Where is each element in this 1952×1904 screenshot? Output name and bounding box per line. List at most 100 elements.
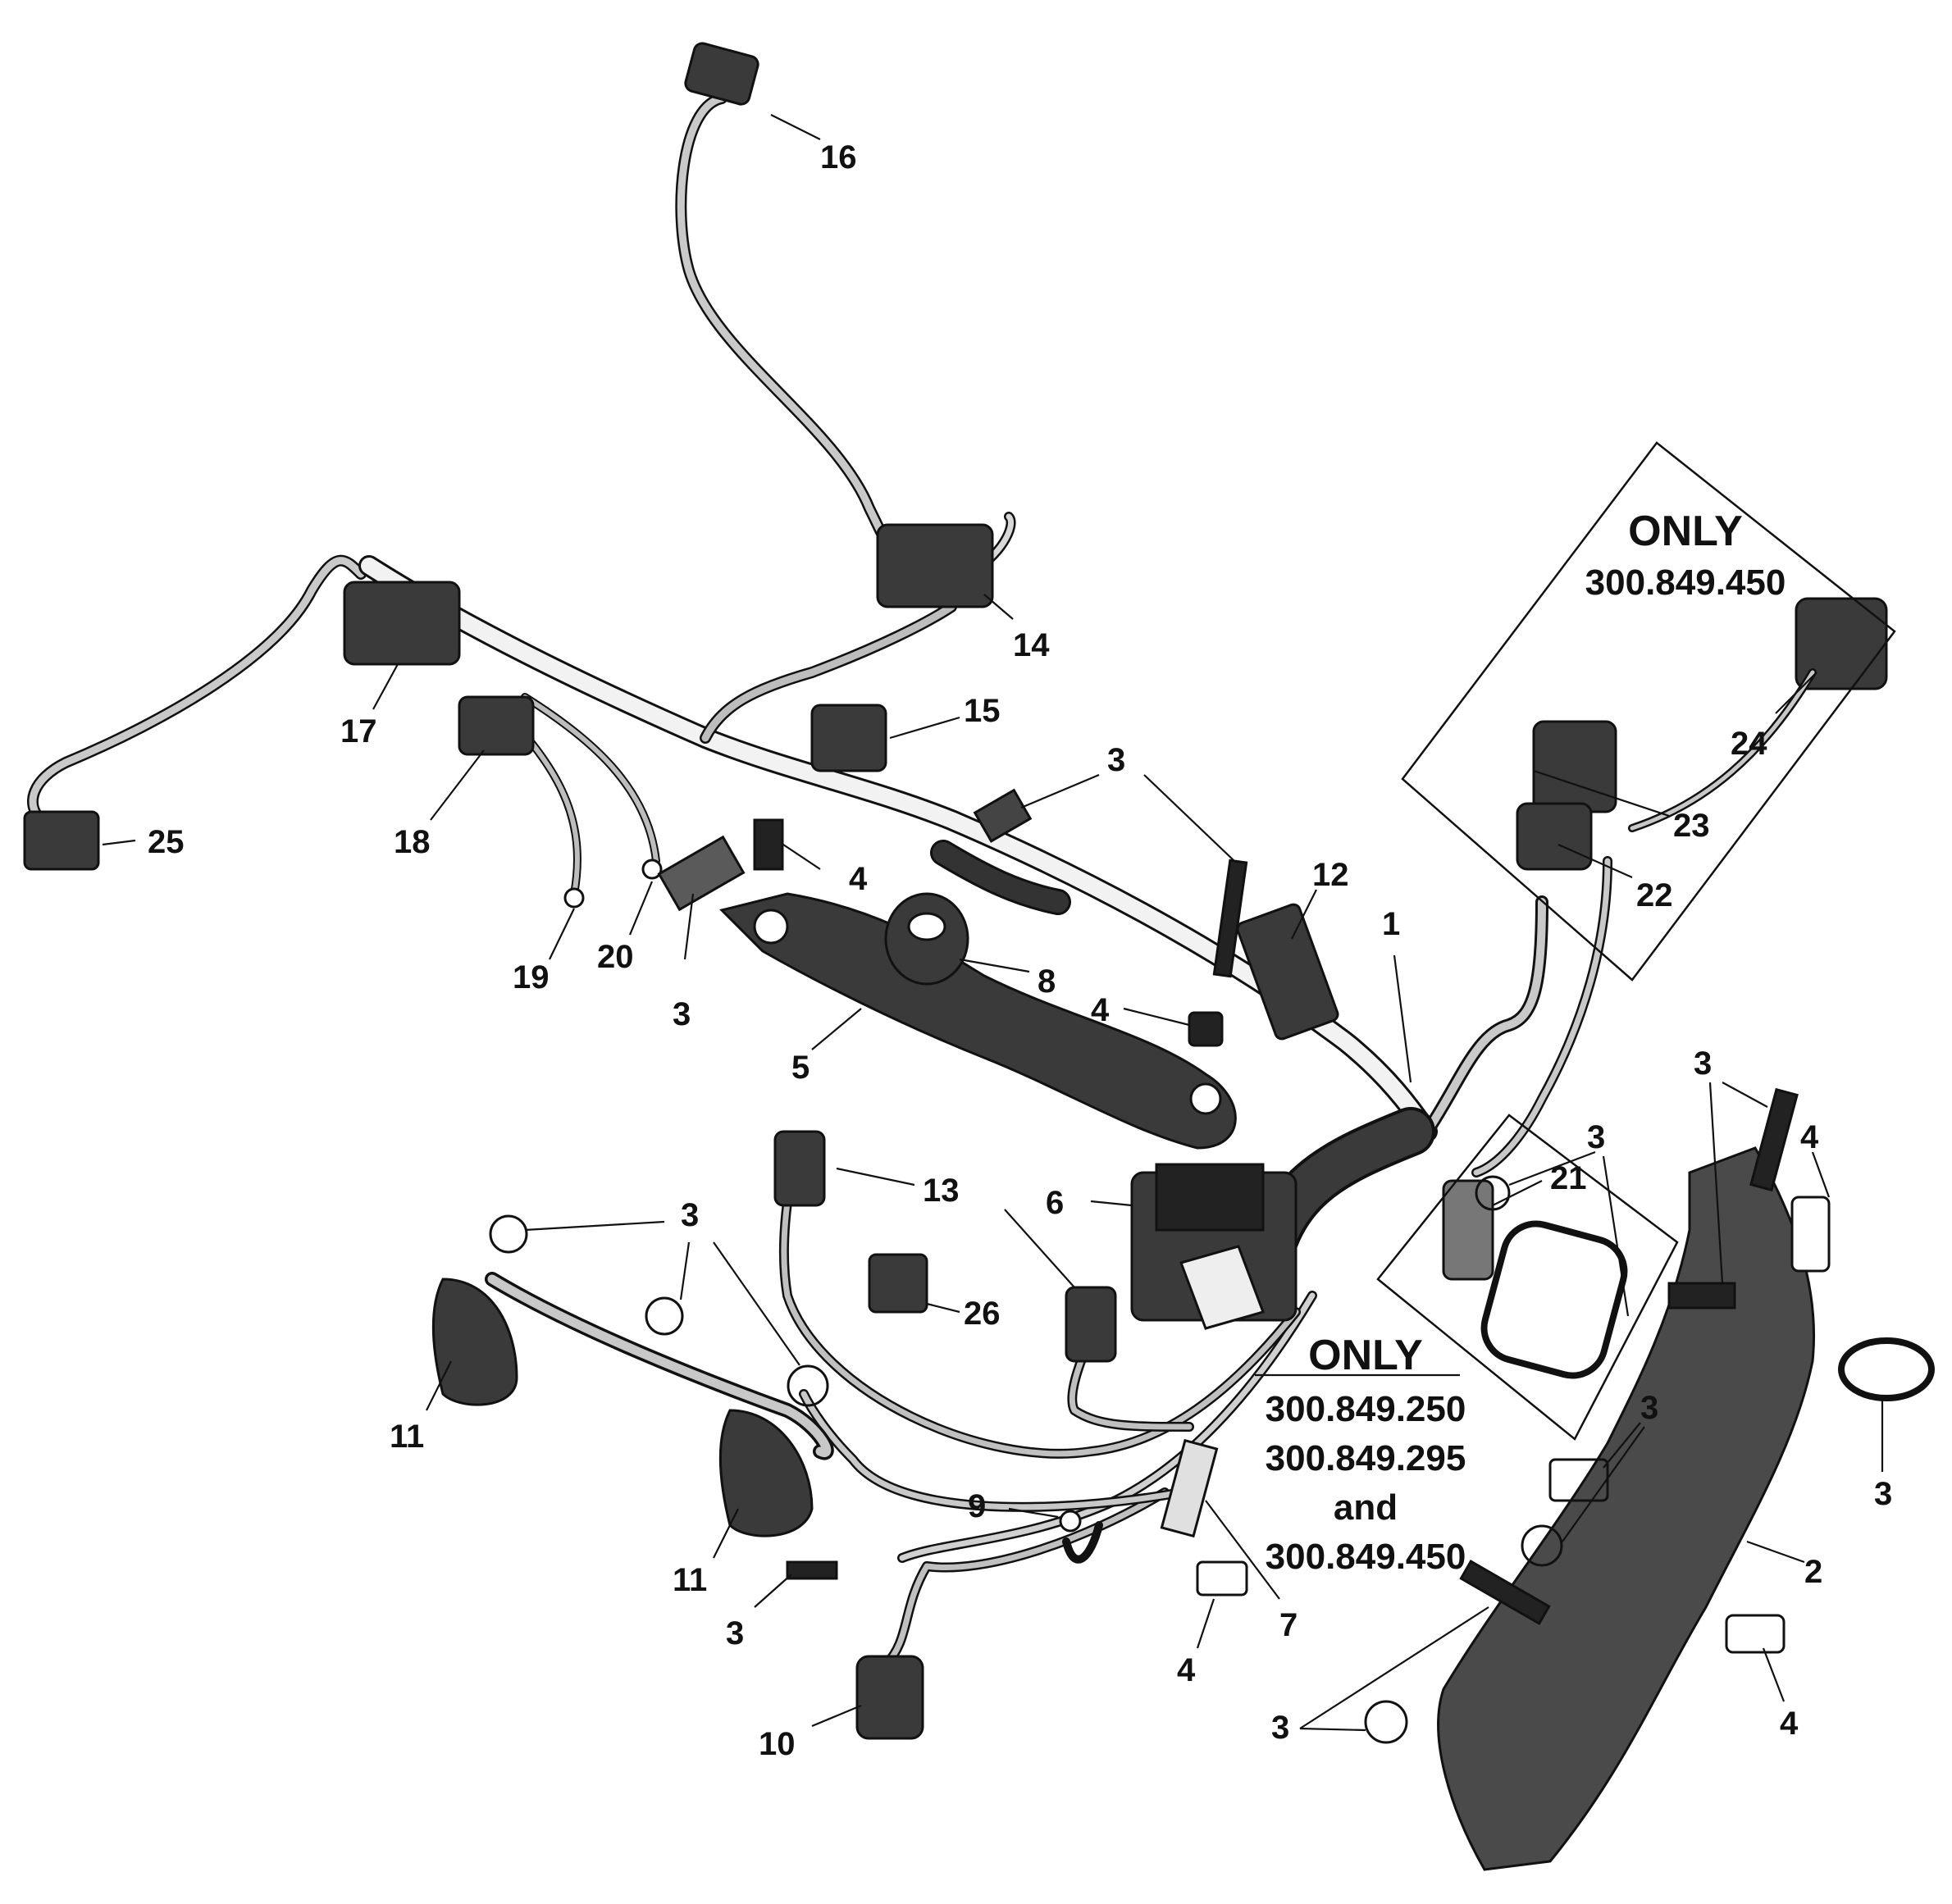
screw-4e [1725,1614,1786,1654]
clip-3m [1521,1524,1563,1567]
clip-3d [489,1214,528,1254]
clip-3j [1667,1282,1736,1310]
leader-3a [683,893,695,960]
connector-7 [1160,1438,1219,1538]
callout-21: 21 [1550,1160,1587,1196]
callout-20: 20 [597,939,634,975]
wire-16 [675,93,924,580]
connector-25 [23,810,100,871]
callout-3-d: 3 [726,1615,744,1651]
leader-6 [1090,1200,1133,1207]
wire-16-fill [677,94,923,578]
coil-11a [432,1278,518,1406]
connector-21 [1442,1179,1494,1281]
leader-3h2 [1602,1155,1630,1317]
callout-26: 26 [964,1296,1001,1332]
bracket-2 [1437,1146,1816,1871]
leader-3n [1299,1606,1489,1729]
leader-21 [1492,1180,1543,1206]
callout-22: 22 [1636,877,1673,913]
bracket-5-hole-2 [1189,1082,1222,1115]
wires [27,93,1612,1669]
wire-25-fill [29,557,365,824]
leader-3l [1603,1422,1641,1469]
leader-22 [1557,843,1633,879]
knock-sensor-8-hole [907,912,946,941]
note-top-part: 300.849.450 [1585,563,1786,603]
leader-3m [1562,1426,1645,1542]
callout-10: 10 [759,1726,796,1762]
leader-9 [1008,1507,1059,1519]
wire-24-fill [1630,670,1815,831]
note-mid-part-2: 300.849.295 [1266,1438,1466,1478]
clip-3h [1475,1175,1511,1211]
leader-4b [1123,1007,1190,1027]
wire-25 [27,554,367,826]
leader-3i1 [1722,1082,1768,1108]
sensor-13b [1065,1286,1117,1363]
leader-12 [1291,889,1317,940]
callout-3-h: 3 [1874,1476,1892,1512]
callout-3-c: 3 [681,1197,699,1233]
callout-11-a: 11 [390,1419,424,1455]
callout-5: 5 [791,1050,810,1086]
leader-4e [1762,1647,1786,1702]
clip-3l [1548,1458,1609,1502]
screw-4b [1188,1011,1224,1047]
callout-23: 23 [1673,808,1710,844]
callout-6: 6 [1046,1185,1064,1221]
clip-3g [786,1560,838,1580]
screw-4d [1790,1196,1831,1273]
callout-4-e: 4 [1780,1706,1799,1742]
note-mid-part-3: 300.849.450 [1266,1537,1466,1577]
leader-3b [1143,774,1235,862]
frame-only-multi [1376,1114,1679,1441]
callout-17: 17 [340,713,377,749]
wire-24 [1628,668,1817,832]
wire-23-fill [1473,858,1611,1176]
callout-3-g: 3 [1640,1390,1658,1426]
leader-19 [549,908,575,960]
leader-1 [1393,954,1412,1083]
ring-terminal-20 [641,859,663,880]
callout-19: 19 [513,959,550,995]
callout-7: 7 [1279,1607,1298,1643]
tie-3n [1459,1560,1551,1625]
wire-10-fill [883,1489,1168,1668]
clip-3e [645,1296,684,1336]
leader-16 [770,114,821,140]
main-trunk-fill [361,558,1435,1140]
wire-11-fill [800,1391,1184,1510]
leader-20 [628,881,654,936]
callout-15: 15 [964,693,1001,729]
clip-3a [657,835,746,912]
leader-3c [1020,773,1100,809]
callout-1: 1 [1382,906,1400,942]
callout-3-b: 3 [1107,742,1125,778]
notes: ONLY 300.849.450 ONLY 300.849.250 300.84… [1266,508,1786,1577]
leader-3d [524,1220,665,1232]
clip-3c [973,788,1033,843]
clip-3o [1364,1700,1408,1744]
leader-8 [959,958,1030,973]
note-mid-only: ONLY [1308,1332,1423,1379]
leader-4d [1811,1151,1831,1198]
connector-22 [1516,802,1593,871]
note-frames [1376,441,1896,1441]
sensor-12 [1236,903,1339,1041]
leader-4a [782,844,821,870]
wire-13a-fill [781,1145,1299,1457]
leader-13b [1004,1209,1075,1288]
coil-rail-fill [487,1274,832,1457]
leader-11a [426,1360,452,1411]
ring-terminal-9 [1059,1510,1082,1533]
callout-3-e: 3 [1587,1119,1605,1155]
sleeve-fill [933,842,1069,913]
screw-4a [753,818,784,871]
connector-23 [1532,720,1617,813]
sensor-10 [855,1655,924,1740]
callout-4-b: 4 [1091,992,1110,1028]
leader-15 [889,716,960,740]
strap-3k [1838,1337,1935,1401]
